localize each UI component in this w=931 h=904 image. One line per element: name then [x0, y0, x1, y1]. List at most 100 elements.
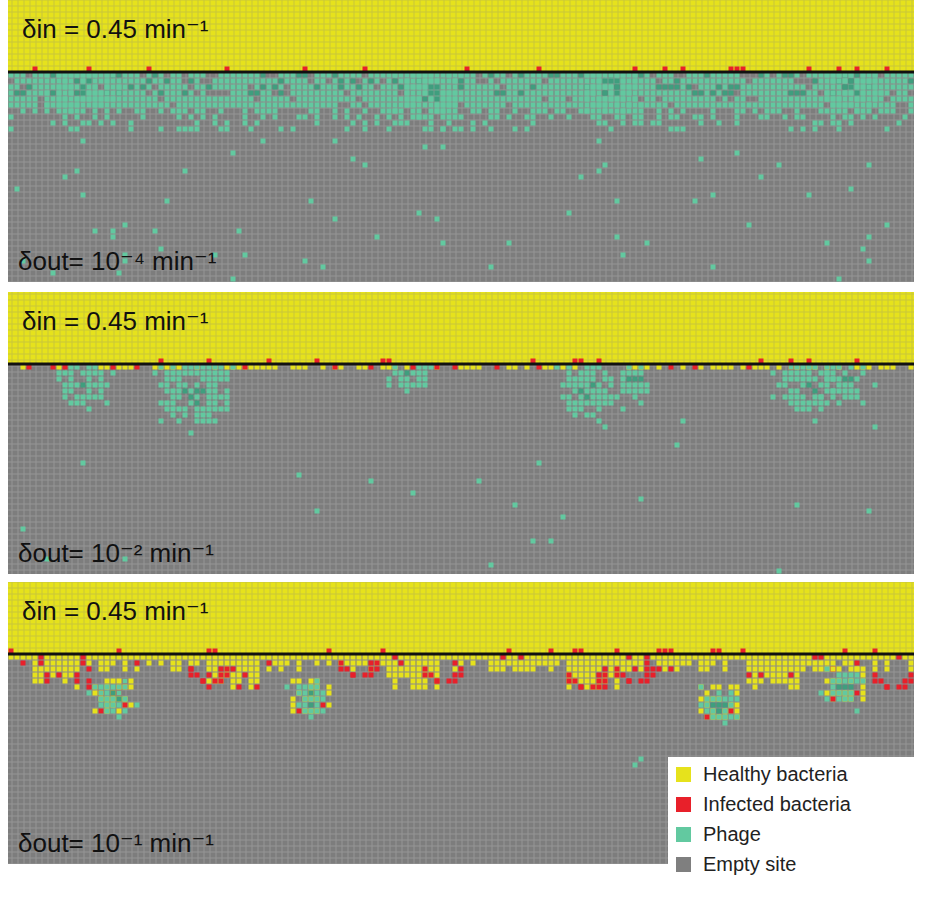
lattice-cell: [597, 115, 602, 120]
lattice-cell: [741, 91, 746, 96]
lattice-cell: [297, 661, 302, 666]
lattice-cell: [219, 395, 224, 400]
lattice-cell: [801, 371, 806, 376]
lattice-cell: [837, 383, 842, 388]
lattice-cell: [81, 79, 86, 84]
lattice-cell: [45, 667, 50, 672]
lattice-cell: [579, 401, 584, 406]
lattice-cell: [201, 85, 206, 90]
lattice-cell: [633, 377, 638, 382]
lattice-cell: [675, 443, 680, 448]
lattice-cell: [207, 401, 212, 406]
lattice-cell: [621, 383, 626, 388]
lattice-cell: [855, 377, 860, 382]
lattice-cell: [693, 115, 698, 120]
lattice-cell: [801, 115, 806, 120]
lattice-cell: [855, 97, 860, 102]
lattice-cell: [435, 103, 440, 108]
lattice-cell: [573, 401, 578, 406]
lattice-cell: [567, 371, 572, 376]
lattice-cell: [135, 661, 140, 666]
lattice-cell: [63, 85, 68, 90]
lattice-cell: [873, 91, 878, 96]
lattice-cell: [177, 419, 182, 424]
lattice-cell: [255, 109, 260, 114]
lattice-cell: [597, 79, 602, 84]
lattice-cell: [87, 79, 92, 84]
lattice-cell: [561, 515, 566, 520]
lattice-cell: [567, 103, 572, 108]
lattice-cell: [57, 371, 62, 376]
lattice-cell: [9, 97, 14, 102]
lattice-cell: [393, 673, 398, 678]
lattice-cell: [225, 79, 230, 84]
lattice-cell: [81, 97, 86, 102]
lattice-cell: [873, 79, 878, 84]
lattice-cell: [33, 91, 38, 96]
lattice-cell: [597, 395, 602, 400]
lattice-cell: [9, 91, 14, 96]
lattice-cell: [81, 139, 86, 144]
lattice-cell: [357, 115, 362, 120]
lattice-cell: [63, 679, 68, 684]
lattice-cell: [177, 97, 182, 102]
lattice-cell: [369, 479, 374, 484]
lattice-cell: [399, 121, 404, 126]
lattice-cell: [531, 97, 536, 102]
lattice-cell: [519, 97, 524, 102]
lattice-cell: [201, 103, 206, 108]
lattice-cell: [351, 661, 356, 666]
lattice-cell: [837, 91, 842, 96]
lattice-cell: [183, 85, 188, 90]
lattice-cell: [357, 85, 362, 90]
lattice-cell: [579, 91, 584, 96]
lattice-cell: [843, 79, 848, 84]
lattice-cell: [57, 661, 62, 666]
lattice-cell: [405, 383, 410, 388]
lattice-cell: [237, 97, 242, 102]
lattice-cell: [15, 91, 20, 96]
lattice-cell: [831, 377, 836, 382]
lattice-cell: [375, 115, 380, 120]
lattice-cell: [93, 97, 98, 102]
lattice-cell: [117, 91, 122, 96]
lattice-cell: [549, 85, 554, 90]
lattice-cell: [225, 395, 230, 400]
lattice-cell: [189, 79, 194, 84]
lattice-cell: [393, 91, 398, 96]
lattice-cell: [459, 127, 464, 132]
lattice-cell: [519, 79, 524, 84]
lattice-cell: [813, 401, 818, 406]
lattice-cell: [789, 79, 794, 84]
lattice-cell: [87, 91, 92, 96]
lattice-cell: [87, 121, 92, 126]
lattice-cell: [111, 97, 116, 102]
lattice-cell: [885, 85, 890, 90]
lattice-cell: [855, 103, 860, 108]
lattice-cell: [687, 85, 692, 90]
lattice-cell: [843, 85, 848, 90]
lattice-cell: [837, 97, 842, 102]
lattice-cell: [591, 103, 596, 108]
lattice-cell: [387, 383, 392, 388]
lattice-cell: [105, 91, 110, 96]
lattice-cell: [831, 377, 836, 382]
lattice-cell: [783, 103, 788, 108]
lattice-cell: [417, 115, 422, 120]
lattice-cell: [177, 395, 182, 400]
lattice-cell: [387, 109, 392, 114]
lattice-cell: [495, 97, 500, 102]
lattice-cell: [639, 389, 644, 394]
lattice-cell: [735, 103, 740, 108]
lattice-cell: [351, 103, 356, 108]
lattice-cell: [165, 91, 170, 96]
lattice-cell: [237, 667, 242, 672]
lattice-cell: [645, 383, 650, 388]
lattice-cell: [627, 103, 632, 108]
lattice-cell: [153, 371, 158, 376]
lattice-cell: [411, 383, 416, 388]
lattice-cell: [777, 163, 782, 168]
lattice-cell: [507, 97, 512, 102]
lattice-cell: [213, 661, 218, 666]
lattice-cell: [501, 661, 506, 666]
